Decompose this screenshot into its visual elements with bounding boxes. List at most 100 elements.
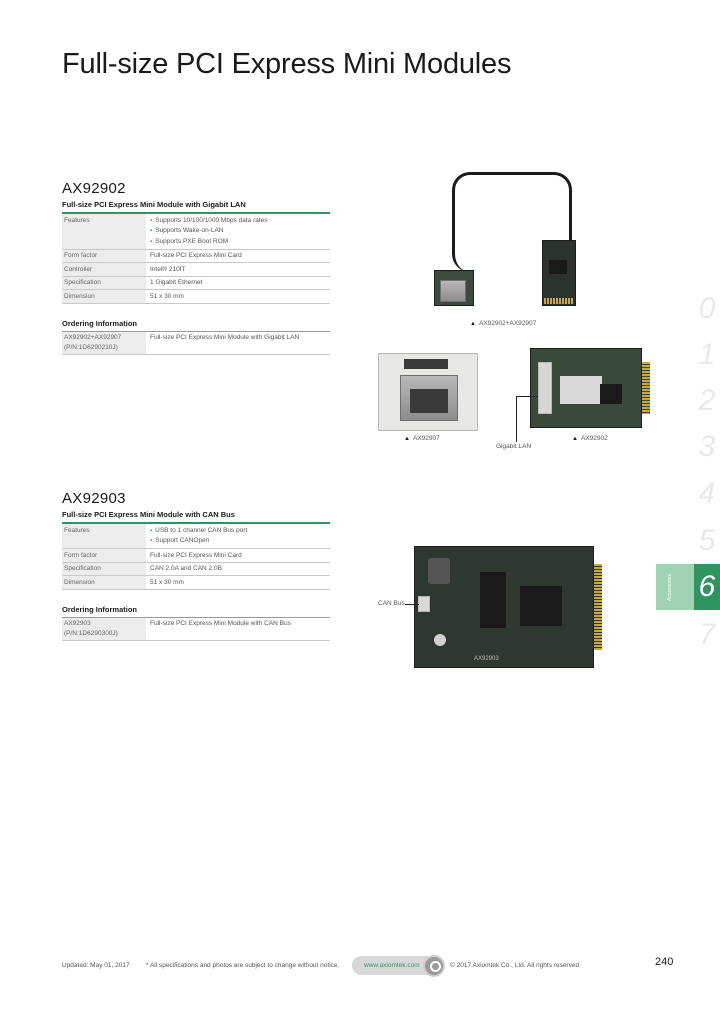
spec-value: 51 x 30 mm: [146, 289, 330, 304]
cable-set-photo: [430, 160, 600, 310]
side-tab-6-active[interactable]: 6: [694, 564, 720, 610]
side-tab-1[interactable]: 1: [698, 338, 716, 371]
product-subtitle: Full-size PCI Express Mini Module with G…: [62, 200, 246, 209]
feature-item: Supports Wake-on-LAN: [150, 226, 328, 237]
caption-ax92907: ▲AX92907: [404, 435, 440, 442]
caption-ax92902: ▲AX92902: [572, 435, 608, 442]
ordering-rule: [62, 616, 330, 618]
product-id: AX92902: [62, 180, 126, 197]
spec-value: Intel® 210IT: [146, 262, 330, 277]
triangle-icon: ▲: [404, 436, 410, 442]
ordering-row: AX92903 (P/N:1D6290300J)Full-size PCI Ex…: [62, 617, 330, 641]
spec-row: Form factor Full-size PCI Express Mini Ca…: [62, 249, 330, 263]
spec-row: Dimension 51 x 30 mm: [62, 289, 330, 304]
can-chip: [480, 572, 506, 628]
lan-connector: [538, 362, 552, 414]
spec-label: Dimension: [62, 575, 146, 590]
side-tab-2[interactable]: 2: [698, 384, 716, 417]
controller-chip: [520, 586, 562, 626]
product-ax92903: AX92903 Full-size PCI Express Mini Modul…: [62, 490, 330, 641]
ordering-rule: [62, 330, 330, 332]
controller-chip: [600, 384, 622, 404]
spec-row: Controller Intel® 210IT: [62, 262, 330, 277]
url-pill[interactable]: [352, 956, 442, 975]
chip: [549, 260, 567, 274]
spec-label: Form factor: [62, 249, 146, 263]
spec-row: Specification CAN 2.0A and CAN 2.0B: [62, 562, 330, 576]
spec-value-text: Full-size PCI Express Mini Card: [150, 252, 242, 259]
spec-label: Features: [62, 214, 146, 250]
cable: [452, 172, 572, 272]
part-description: Full-size PCI Express Mini Module with G…: [146, 331, 330, 355]
ax92902-photo: [530, 348, 652, 428]
spec-value: Full-size PCI Express Mini Card: [146, 548, 330, 563]
section-rule: [62, 522, 330, 524]
mounting-hole: [434, 634, 446, 646]
ordering-heading: Ordering Information: [62, 604, 137, 614]
product-id: AX92903: [62, 490, 126, 507]
rj45-port: [410, 389, 448, 413]
spec-value: 1 Gigabit Ethernet: [146, 276, 330, 290]
spec-table: Features USB to 1 channel CAN Bus portSup…: [62, 524, 330, 590]
spec-row: FeaturesSupports 10/100/1000 Mbps data r…: [62, 214, 330, 250]
rj45-connector: [440, 280, 466, 302]
ordering-table: AX92902+AX92907 (P/N:1D6290210J)Full-siz…: [62, 331, 330, 355]
search-icon[interactable]: [423, 955, 445, 977]
ordering-table: AX92903 (P/N:1D6290300J)Full-size PCI Ex…: [62, 617, 330, 641]
caption-gigabit-lan: Gigabit LAN: [496, 443, 532, 450]
gold-fingers: [594, 564, 602, 650]
capacitor: [428, 558, 450, 584]
callout-line: [516, 396, 517, 442]
gold-fingers: [544, 298, 574, 304]
gold-fingers: [642, 362, 650, 414]
can-bus-connector: [418, 596, 430, 612]
product-subtitle: Full-size PCI Express Mini Module with C…: [62, 510, 235, 519]
part-number: AX92903 (P/N:1D6290300J): [62, 617, 146, 641]
spec-label: Features: [62, 524, 146, 549]
spec-label: Dimension: [62, 289, 146, 304]
spec-value-text: 51 x 30 mm: [150, 292, 184, 300]
feature-item: USB to 1 channel CAN Bus port: [150, 526, 328, 537]
page-title: Full-size PCI Express Mini Modules: [62, 48, 512, 80]
ordering-row: AX92902+AX92907 (P/N:1D6290210J)Full-siz…: [62, 331, 330, 355]
spec-value: CAN 2.0A and CAN 2.0B: [146, 562, 330, 576]
side-tab-4[interactable]: 4: [698, 477, 716, 510]
spec-value-text: Intel® 210IT: [150, 265, 186, 273]
footer-updated: Updated: May 01, 2017: [62, 962, 130, 969]
callout-line: [405, 604, 419, 605]
spec-value-text: CAN 2.0A and CAN 2.0B: [150, 565, 222, 572]
spec-label: Controller: [62, 262, 146, 277]
spec-label: Specification: [62, 562, 146, 576]
spec-value-text: Full-size PCI Express Mini Card: [150, 551, 242, 559]
part-description: Full-size PCI Express Mini Module with C…: [146, 617, 330, 641]
spec-row: Features USB to 1 channel CAN Bus portSup…: [62, 524, 330, 549]
spec-value: Full-size PCI Express Mini Card: [146, 249, 330, 263]
ordering-heading: Ordering Information: [62, 318, 137, 328]
spec-value: Supports 10/100/1000 Mbps data ratesSupp…: [146, 214, 330, 250]
feature-item: Supports PXE Boot ROM: [150, 237, 328, 248]
side-tab-7[interactable]: 7: [698, 618, 716, 651]
side-tab-0[interactable]: 0: [698, 292, 716, 325]
section-rule: [62, 212, 330, 214]
active-tab-label: Accessories: [667, 574, 673, 602]
caption-cable-set: ▲AX92902+AX92907: [470, 320, 537, 327]
website-link[interactable]: www.axiomtek.com: [364, 962, 420, 969]
active-tab-background: [656, 564, 694, 610]
spec-value-text: 1 Gigabit Ethernet: [150, 279, 203, 286]
page-number: 240: [655, 956, 674, 968]
spec-value: 51 x 30 mm: [146, 575, 330, 590]
board-marking: AX92903: [474, 656, 499, 662]
spec-label: Specification: [62, 276, 146, 290]
side-tab-3[interactable]: 3: [698, 430, 716, 463]
spec-table: FeaturesSupports 10/100/1000 Mbps data r…: [62, 214, 330, 304]
spec-label: Form factor: [62, 548, 146, 563]
triangle-icon: ▲: [470, 321, 476, 327]
feature-item: Support CANOpen: [150, 536, 328, 547]
spec-value-text: 51 x 30 mm: [150, 578, 184, 586]
spec-row: Dimension 51 x 30 mm: [62, 575, 330, 590]
feature-item: Supports 10/100/1000 Mbps data rates: [150, 216, 328, 227]
spec-row: Form factor Full-size PCI Express Mini Ca…: [62, 548, 330, 563]
header-connector: [404, 359, 448, 369]
callout-line: [516, 396, 538, 397]
side-tab-5[interactable]: 5: [698, 524, 716, 557]
